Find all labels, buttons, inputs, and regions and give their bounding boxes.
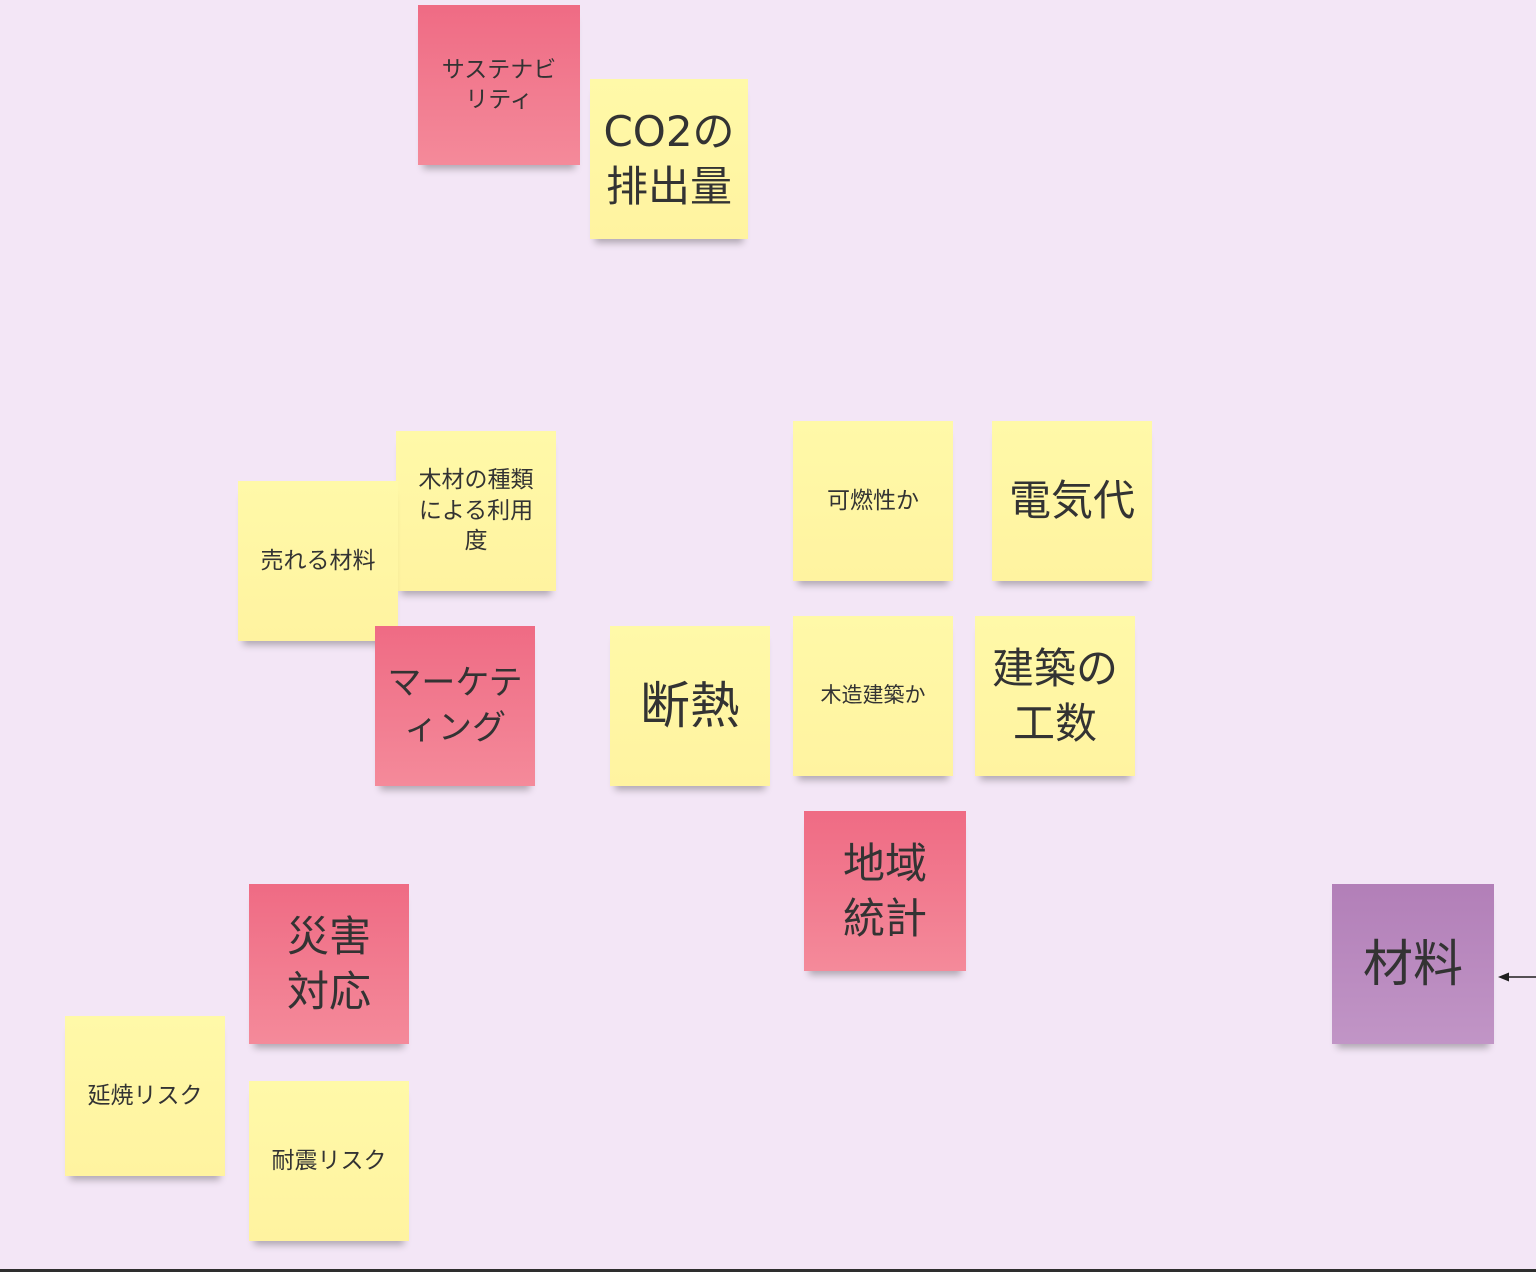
sticky-note-wooden-construction[interactable]: 木造建築か <box>793 616 953 776</box>
sticky-note-text: 建築の工数 <box>991 643 1118 748</box>
sticky-note-text: 地域統計 <box>842 838 927 943</box>
sticky-note-co2[interactable]: CO2の排出量 <box>590 79 748 239</box>
arrow-left-icon[interactable] <box>1498 970 1536 984</box>
sticky-note-text: 延焼リスク <box>87 1082 203 1109</box>
sticky-note-sellable-materials[interactable]: 売れる材料 <box>238 481 398 641</box>
sticky-note-disaster-response[interactable]: 災害対応 <box>249 884 409 1044</box>
sticky-note-text: 売れる材料 <box>260 547 376 574</box>
sticky-note-wood-types[interactable]: 木材の種類による利用度 <box>396 431 556 591</box>
sticky-note-earthquake-risk[interactable]: 耐震リスク <box>249 1081 409 1241</box>
sticky-note-text: サステナビリティ <box>441 56 557 113</box>
sticky-note-text: 電気代 <box>1008 476 1135 526</box>
canvas-bottom-border <box>0 1269 1536 1272</box>
sticky-note-electricity-cost[interactable]: 電気代 <box>992 421 1152 581</box>
sticky-note-text: マーケティング <box>387 663 523 748</box>
sticky-note-insulation[interactable]: 断熱 <box>610 626 770 786</box>
sticky-note-text: 木材の種類による利用度 <box>418 467 534 555</box>
sticky-note-fire-spread-risk[interactable]: 延焼リスク <box>65 1016 225 1176</box>
sticky-note-materials[interactable]: 材料 <box>1332 884 1494 1044</box>
sticky-note-construction-hours[interactable]: 建築の工数 <box>975 616 1135 776</box>
sticky-note-sustainability[interactable]: サステナビリティ <box>418 5 580 165</box>
sticky-note-flammability[interactable]: 可燃性か <box>793 421 953 581</box>
sticky-note-text: 材料 <box>1363 935 1463 993</box>
sticky-note-text: 災害対応 <box>286 911 371 1016</box>
sticky-note-text: 可燃性か <box>827 487 919 514</box>
sticky-note-text: 断熱 <box>640 677 740 735</box>
sticky-note-marketing[interactable]: マーケティング <box>375 626 535 786</box>
sticky-note-text: 木造建築か <box>820 683 926 708</box>
sticky-note-text: 耐震リスク <box>271 1147 387 1174</box>
sticky-note-regional-stats[interactable]: 地域統計 <box>804 811 966 971</box>
sticky-note-text: CO2の排出量 <box>603 106 735 211</box>
